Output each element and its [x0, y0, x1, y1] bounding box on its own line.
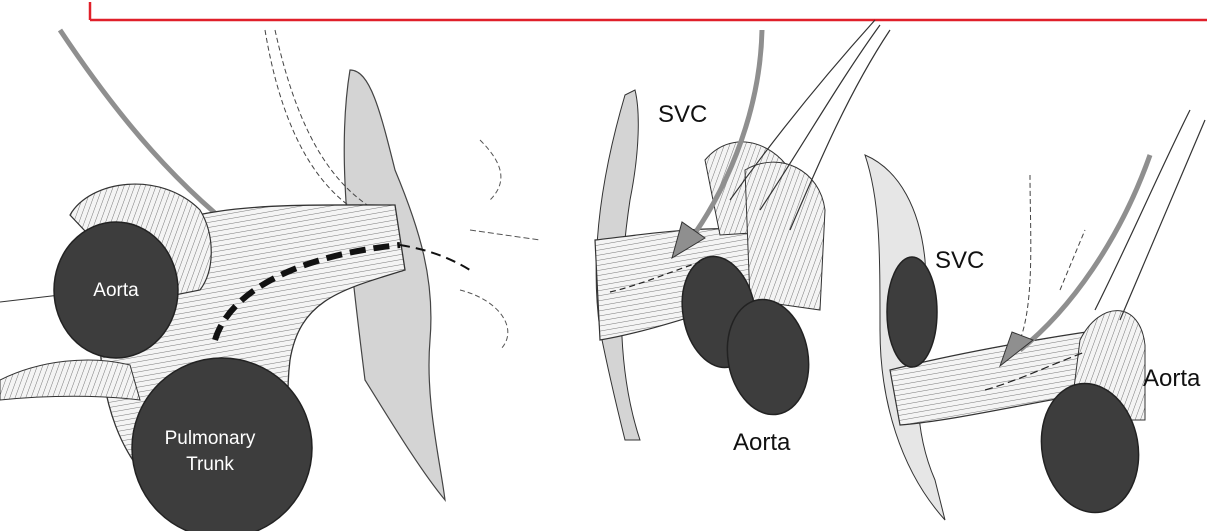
panel-middle: SVC Aorta [595, 20, 890, 456]
aorta-label: Aorta [93, 280, 139, 301]
panel-right: SVC Aorta [865, 110, 1205, 520]
panel-left: Aorta Pulmonary Trunk [0, 30, 540, 531]
aorta-label-2: Aorta [733, 429, 791, 456]
top-frame [90, 2, 1207, 20]
svc-cross-section-2 [887, 257, 937, 367]
svc-label: SVC [658, 101, 707, 128]
pulmonary-trunk-label-line1: Pulmonary [165, 428, 256, 449]
pulmonary-trunk-label-line2: Trunk [186, 454, 234, 475]
aorta-label-3: Aorta [1143, 365, 1201, 392]
svc-label-2: SVC [935, 247, 984, 274]
